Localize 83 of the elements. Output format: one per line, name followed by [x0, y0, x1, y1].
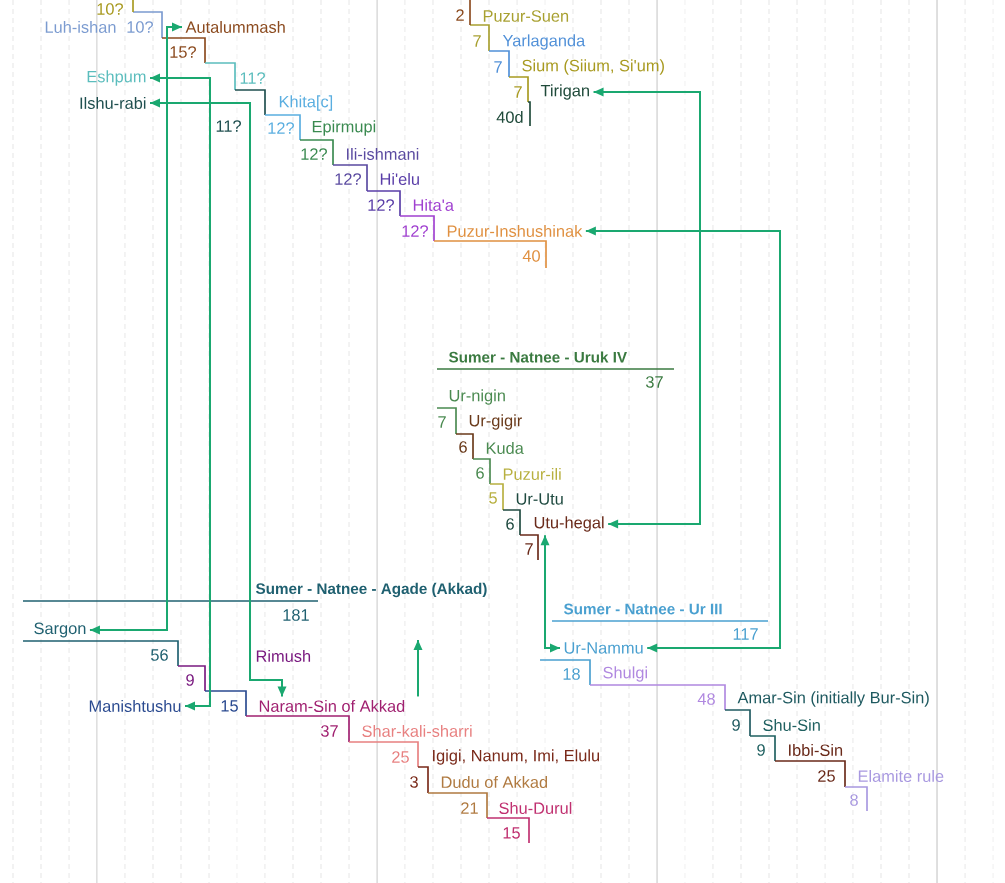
ruler-name: Rimush	[256, 649, 311, 662]
duration-label: 56	[151, 649, 168, 661]
duration-label: 25	[818, 770, 835, 782]
ruler-name: Epirmupi	[312, 120, 376, 136]
duration-label: 9	[186, 674, 194, 686]
ruler-name: Hi'elu	[380, 172, 419, 186]
duration-label: 7	[438, 416, 446, 428]
synchronism-arrow	[88, 22, 183, 635]
duration-label: 181	[283, 609, 309, 621]
duration-label: 5	[489, 492, 497, 504]
duration-label: 12?	[335, 173, 361, 185]
ruler-name: Yarlaganda	[502, 34, 586, 50]
synchronism-arrow	[413, 639, 423, 698]
ruler-name: Ur-Utu	[516, 493, 563, 505]
ruler-name: Ibbi-Sin	[789, 743, 843, 756]
dynasty-heading: Sumer - Natnee - Agade (Akkad)	[255, 582, 487, 598]
duration-label: 9	[732, 719, 740, 731]
ruler-name: Tirigan	[540, 84, 589, 100]
ruler-name: Puzur-ili	[503, 467, 561, 480]
duration-label: 12?	[268, 122, 294, 134]
synchronism-arrow	[540, 534, 561, 653]
duration-label: 10?	[97, 3, 123, 15]
ruler-name: Ur-nigin	[449, 389, 505, 405]
duration-label: 7	[525, 543, 533, 555]
duration-label: 18	[563, 668, 580, 680]
ruler-name: Eshpum	[87, 70, 146, 86]
ruler-name: Igigi, Nanum, Imi, Elulu	[433, 749, 600, 765]
ruler-name: Sargon	[34, 622, 86, 638]
duration-label: 7	[514, 86, 522, 98]
ruler-name: Luh-ishan	[45, 20, 116, 34]
ruler-name: Shu-Sin	[763, 718, 820, 731]
duration-label: 48	[697, 693, 715, 705]
ruler-name: Hita'a	[413, 198, 454, 211]
duration-label: 12?	[301, 148, 327, 160]
duration-label: 3	[410, 776, 418, 788]
duration-label: 37	[321, 725, 338, 737]
duration-label: 10?	[127, 21, 153, 33]
synchronism-arrow	[149, 73, 211, 711]
ruler-name: Ur-gigir	[469, 414, 522, 430]
ruler-name: Ili-ishmani	[347, 147, 419, 161]
duration-label: 6	[476, 467, 484, 479]
ruler-name: Khita[c]	[279, 95, 333, 111]
duration-label: 21	[461, 802, 478, 814]
ruler-name: Ur-Nammu	[564, 642, 643, 654]
dynasty-heading: Sumer - Natnee - Ur III	[563, 603, 722, 615]
ruler-name: Dudu of Akkad	[441, 775, 548, 788]
duration-label: 2	[456, 9, 464, 21]
duration-label: 7	[473, 35, 481, 47]
duration-label: 117	[733, 628, 758, 640]
ruler-name: Puzur-Suen	[483, 10, 569, 22]
duration-label: 40	[522, 250, 540, 262]
duration-label: 15	[503, 827, 520, 839]
duration-label: 6	[506, 518, 514, 530]
ruler-name: Ilshu-rabi	[80, 96, 146, 109]
synchronism-arrow	[149, 98, 287, 698]
ruler-name: Shar-kali-sharri	[362, 724, 472, 737]
ruler-name: Amar-Sin (initially Bur-Sin)	[737, 691, 929, 707]
ruler-name: Elamite rule	[858, 769, 944, 782]
duration-label: 15?	[170, 46, 196, 58]
ruler-name: Shulgi	[603, 666, 647, 682]
duration-label: 9	[757, 744, 765, 756]
duration-label: 11?	[240, 72, 265, 84]
ruler-name: Naram-Sin of Akkad	[259, 699, 405, 712]
ruler-name: Shu-Durul	[499, 801, 572, 814]
duration-label: 15	[221, 700, 238, 712]
ruler-name: Autalummash	[185, 20, 285, 34]
ruler-name: Kuda	[486, 441, 524, 454]
synchronism-arrow	[584, 226, 781, 653]
ruler-name: Sium (Siium, Si'um)	[522, 59, 664, 75]
duration-label: 25	[392, 751, 409, 763]
duration-label: 12?	[402, 225, 428, 237]
ruler-name: Manishtushu	[89, 699, 181, 712]
duration-label: 37	[646, 376, 663, 388]
duration-label: 6	[459, 441, 467, 453]
duration-label: 40d	[496, 110, 523, 124]
duration-label: 8	[850, 794, 858, 806]
duration-label: 11?	[216, 120, 241, 132]
ruler-name: Utu-hegal	[534, 516, 604, 532]
ruler-name: Puzur-Inshushinak	[447, 224, 583, 237]
duration-label: 12?	[368, 199, 394, 211]
dynasty-heading: Sumer - Natnee - Uruk IV	[448, 351, 627, 363]
duration-label: 7	[494, 61, 502, 73]
synchronism-arrow	[592, 87, 701, 529]
